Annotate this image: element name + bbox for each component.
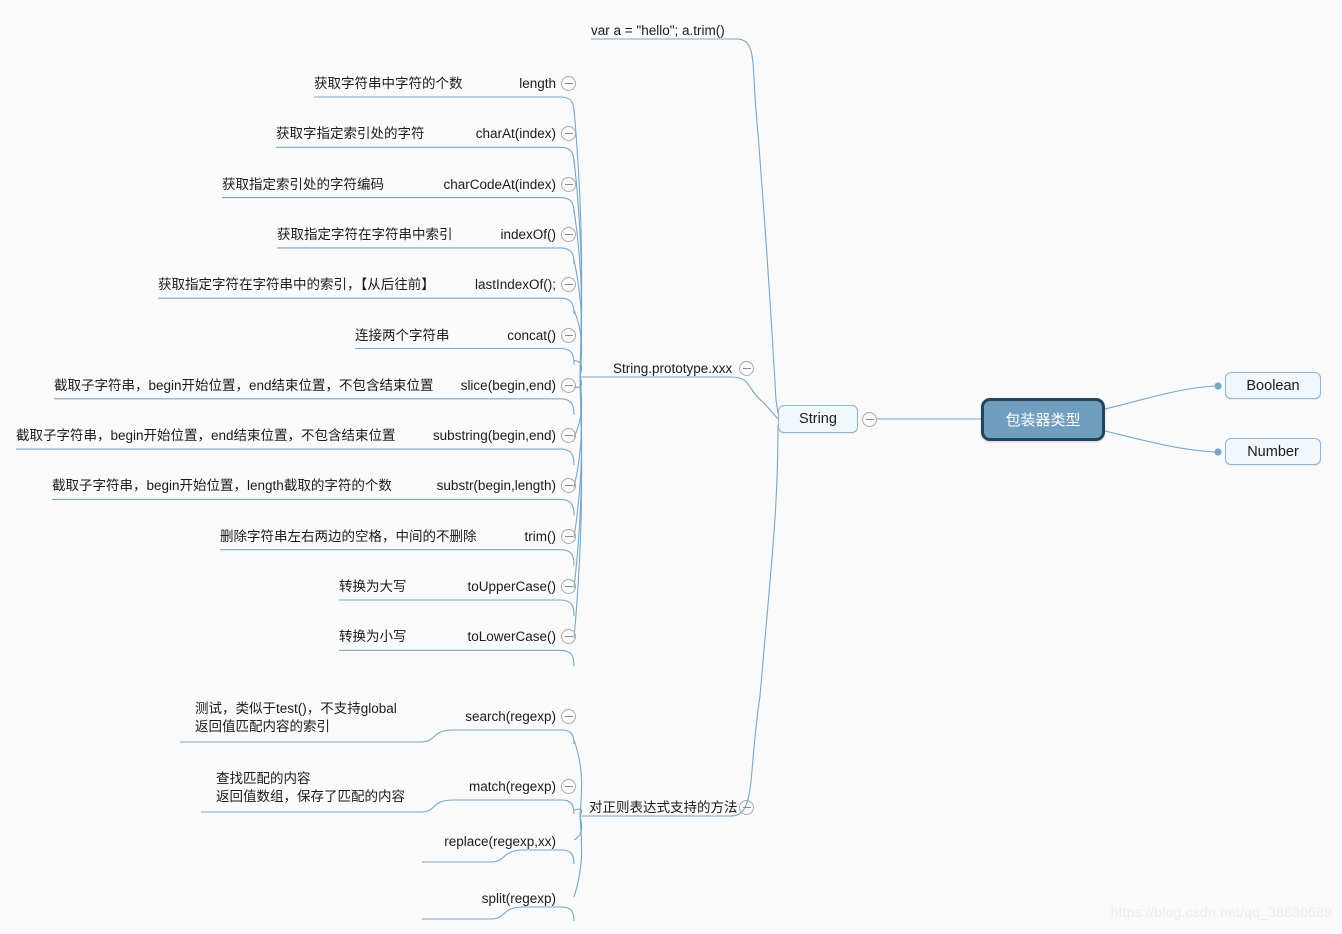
method-description[interactable]: 获取字符串中字符的个数 (314, 76, 463, 91)
method-name[interactable]: charCodeAt(index) (443, 176, 556, 192)
method-description[interactable]: 获取字指定索引处的字符 (276, 126, 425, 142)
collapse-minus-icon[interactable] (561, 709, 576, 724)
collapse-minus-icon[interactable] (561, 327, 576, 343)
root-node-label: 包装器类型 (1005, 412, 1081, 429)
node-regexp-branch[interactable]: 对正则表达式支持的方法 (589, 799, 738, 816)
method-name[interactable]: toLowerCase() (467, 629, 556, 645)
node-string-prototype-label: String.prototype.xxx (613, 361, 733, 376)
collapse-minus-icon[interactable] (561, 428, 576, 444)
collapse-minus-icon[interactable] (561, 528, 576, 544)
node-example-code-label: var a = "hello"; a.trim() (591, 23, 725, 38)
method-name[interactable]: length (519, 76, 556, 91)
collapse-minus-icon[interactable] (561, 176, 576, 192)
method-name[interactable]: search(regexp) (465, 709, 556, 724)
node-string-label: String (799, 411, 837, 427)
method-description[interactable]: 连接两个字符串 (355, 327, 450, 343)
method-description[interactable]: 获取指定索引处的字符编码 (222, 176, 384, 192)
method-name[interactable]: split(regexp) (481, 891, 556, 906)
method-name[interactable]: concat() (507, 327, 556, 343)
node-number[interactable]: Number (1225, 438, 1321, 465)
method-description[interactable]: 删除字符串左右两边的空格，中间的不删除 (220, 528, 477, 544)
method-name[interactable]: indexOf() (500, 226, 556, 242)
node-number-label: Number (1247, 443, 1299, 460)
collapse-minus-icon-regexp-branch[interactable] (739, 800, 754, 815)
method-name[interactable]: slice(begin,end) (460, 377, 556, 393)
method-description[interactable]: 截取子字符串，begin开始位置，end结束位置，不包含结束位置 (16, 428, 396, 444)
method-name[interactable]: substring(begin,end) (432, 428, 556, 444)
node-regexp-branch-label: 对正则表达式支持的方法 (589, 800, 738, 815)
node-example-code[interactable]: var a = "hello"; a.trim() (591, 22, 725, 39)
method-description[interactable]: 截取子字符串，begin开始位置，end结束位置，不包含结束位置 (54, 377, 434, 393)
collapse-minus-icon[interactable] (561, 779, 576, 794)
method-name[interactable]: charAt(index) (475, 126, 556, 142)
method-description[interactable]: 测试，类似于test()，不支持global 返回值匹配内容的索引 (195, 701, 397, 734)
method-name[interactable]: substr(begin,length) (436, 478, 556, 494)
collapse-minus-icon[interactable] (561, 277, 576, 293)
node-boolean[interactable]: Boolean (1225, 372, 1321, 399)
method-description[interactable]: 转换为大写 (339, 579, 407, 594)
method-description[interactable]: 获取指定字符在字符串中的索引，【从后往前】 (158, 277, 435, 293)
method-name[interactable]: match(regexp) (468, 779, 556, 794)
method-description[interactable]: 转换为小写 (339, 629, 407, 645)
method-name[interactable]: trim() (524, 528, 556, 544)
collapse-minus-icon[interactable] (561, 377, 576, 393)
node-boolean-label: Boolean (1246, 377, 1300, 394)
collapse-minus-icon[interactable] (561, 579, 576, 594)
method-name[interactable]: lastIndexOf(); (474, 277, 556, 293)
collapse-minus-icon[interactable] (561, 76, 576, 91)
collapse-minus-icon[interactable] (561, 126, 576, 142)
collapse-minus-icon[interactable] (561, 226, 576, 242)
node-string[interactable]: String (778, 405, 858, 433)
collapse-minus-icon[interactable] (561, 478, 576, 494)
collapse-minus-icon-string-prototype[interactable] (739, 361, 754, 376)
method-name[interactable]: toUpperCase() (467, 579, 556, 594)
root-node-wrapper-type[interactable]: 包装器类型 (981, 398, 1105, 441)
method-description[interactable]: 获取指定字符在字符串中索引 (277, 226, 453, 242)
method-name[interactable]: replace(regexp,xx) (444, 834, 556, 849)
watermark: https://blog.csdn.net/qq_38830589 (1110, 904, 1332, 920)
method-description[interactable]: 截取子字符串，begin开始位置，length截取的字符的个数 (52, 478, 392, 494)
collapse-minus-icon[interactable] (561, 629, 576, 645)
method-description[interactable]: 查找匹配的内容 返回值数组，保存了匹配的内容 (216, 771, 405, 804)
collapse-minus-icon-string[interactable] (862, 412, 877, 427)
node-string-prototype[interactable]: String.prototype.xxx (613, 360, 732, 377)
